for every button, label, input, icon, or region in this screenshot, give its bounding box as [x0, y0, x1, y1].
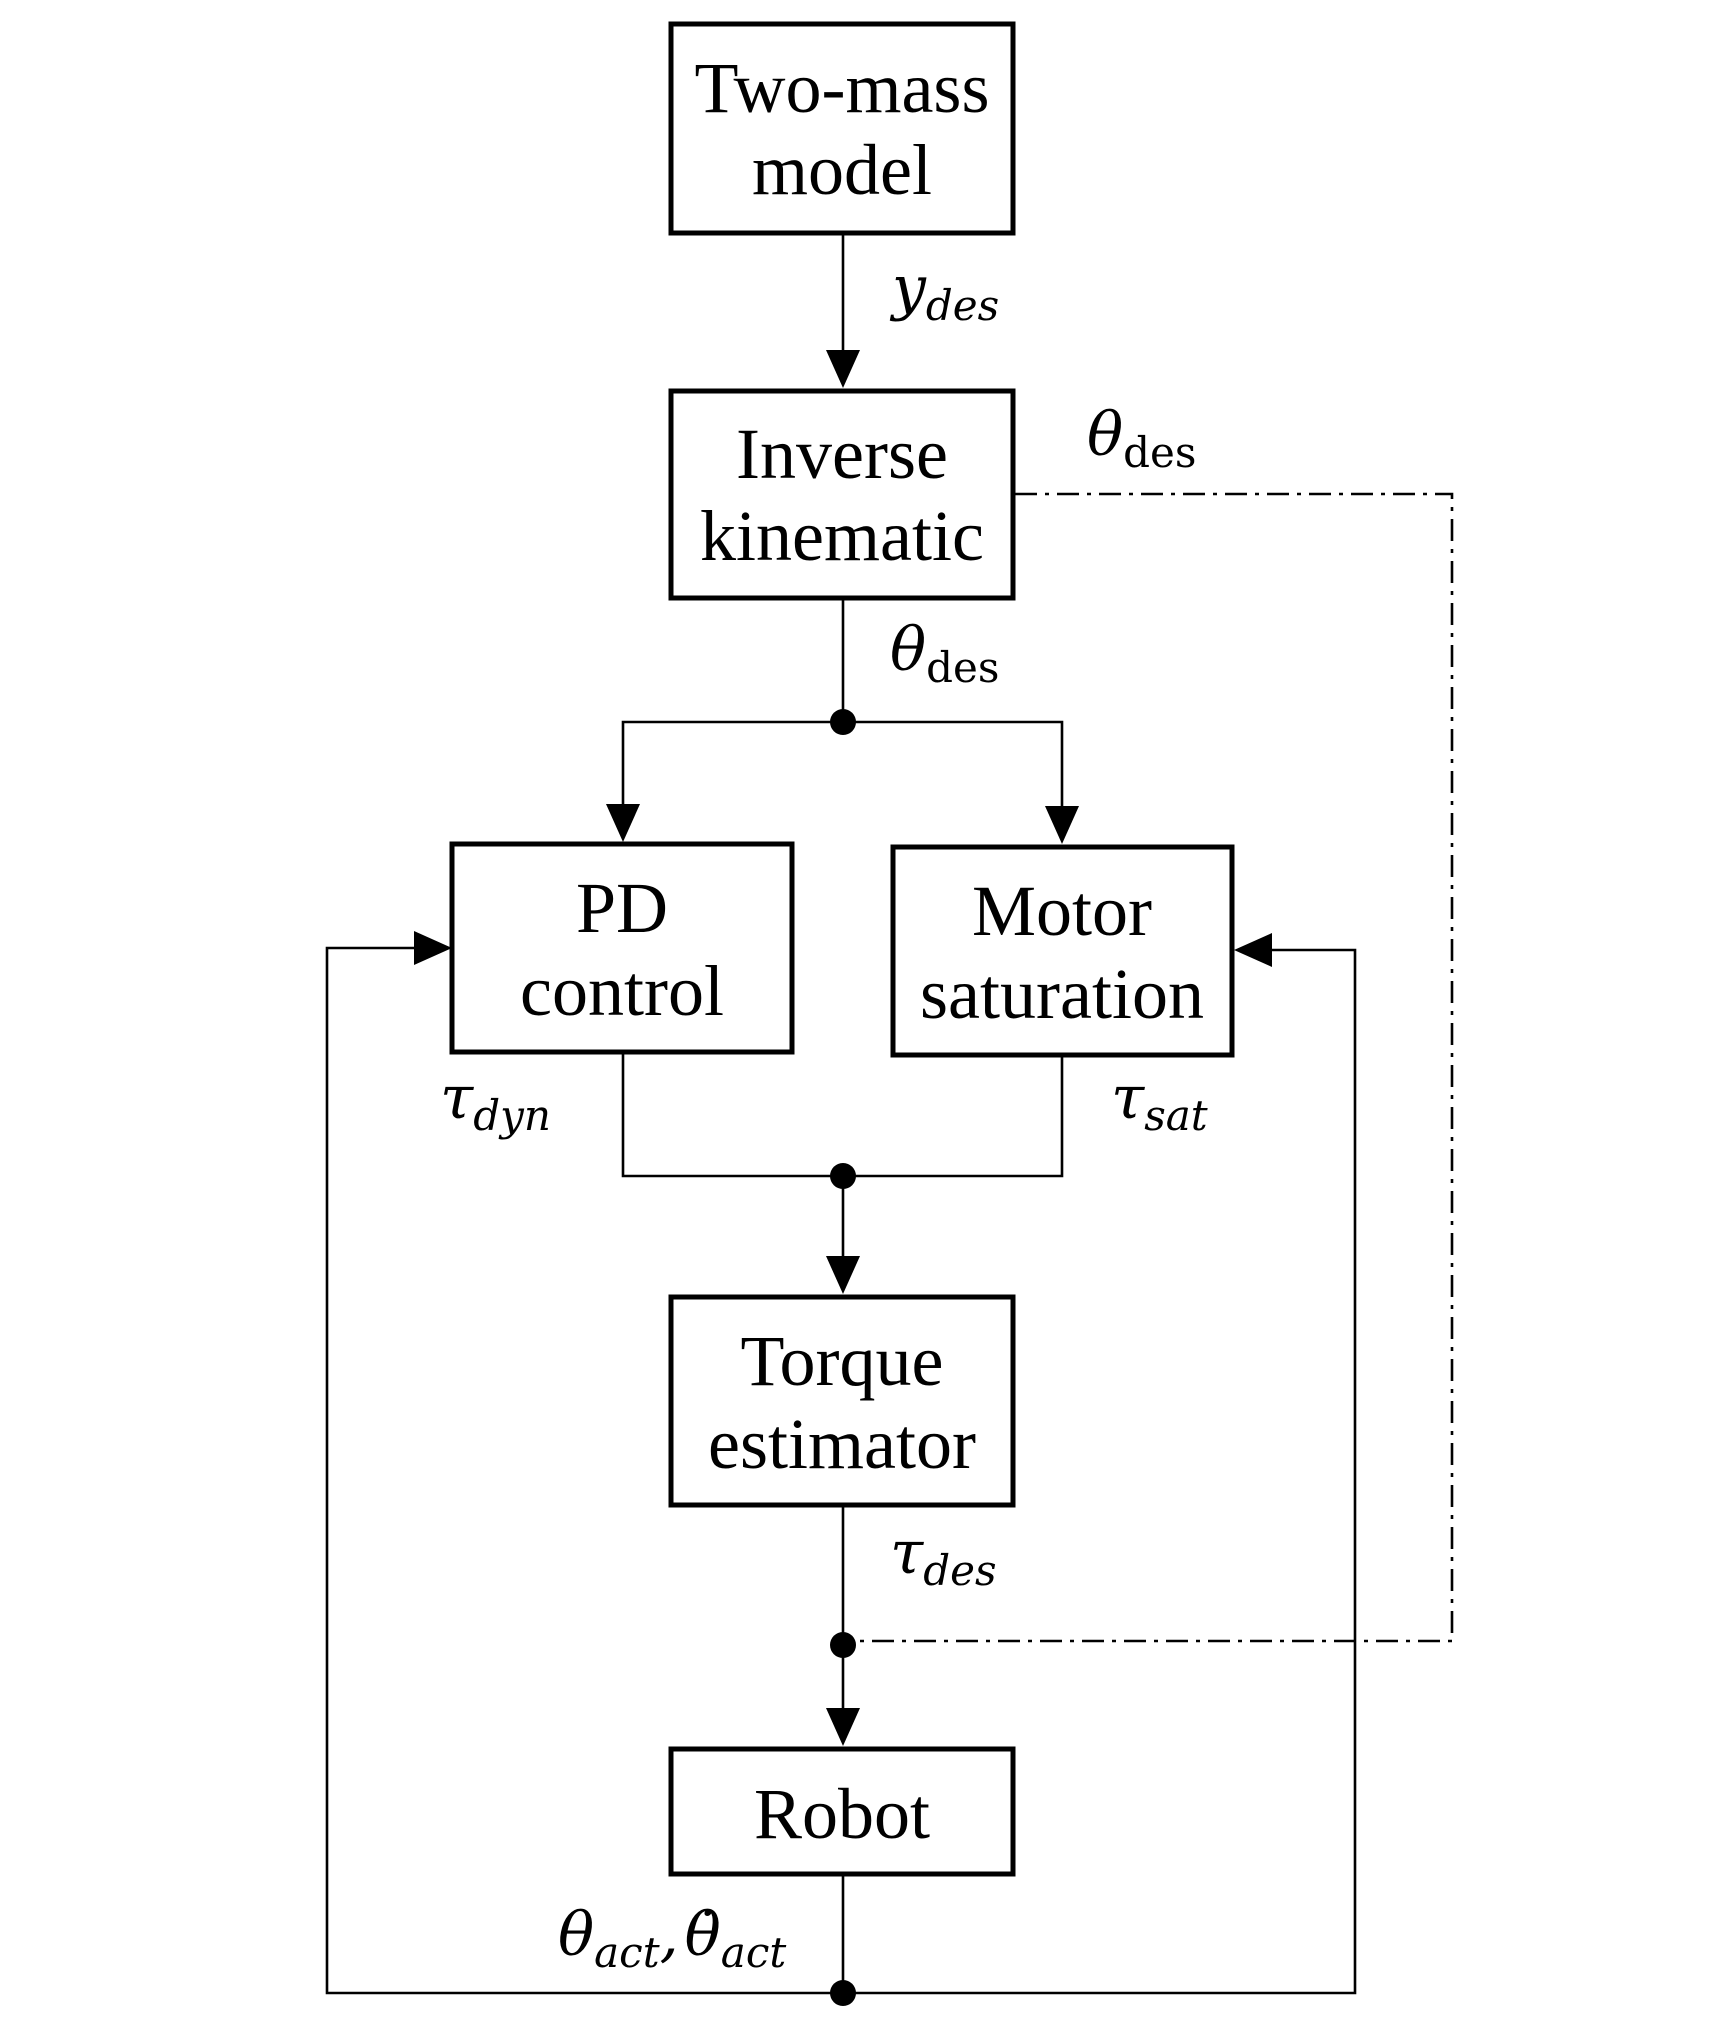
block-torque-estimator-frame: [668, 1294, 1016, 1508]
block-pd-control-line2: control: [520, 951, 724, 1031]
wire-to-pd: [621, 720, 843, 806]
arrow-to-motor: [1045, 806, 1079, 844]
block-robot: Robot: [668, 1746, 1016, 1877]
label-tau-des-sub: des: [923, 1546, 996, 1595]
label-theta-act: θact,θ̇act: [558, 1900, 786, 1977]
wire-dashdot-thetades: [843, 492, 1454, 1643]
block-robot-frame: [668, 1746, 1016, 1877]
block-inverse-kinematic-line1: Inverse: [736, 414, 948, 494]
label-tau-sat-main: τ: [1111, 1063, 1145, 1133]
block-robot-label: Robot: [754, 1774, 930, 1854]
block-motor-saturation-frame: [890, 844, 1235, 1058]
label-tau-dyn: τdyn: [440, 1063, 551, 1140]
block-motor-saturation: Motor saturation: [890, 844, 1235, 1058]
label-tau-des: τdes: [890, 1518, 997, 1595]
label-y-des-main: y: [889, 253, 927, 323]
label-theta-des-right-main: θ: [1087, 400, 1123, 470]
label-tau-sat-sub: sat: [1144, 1091, 1208, 1140]
node-tau-des: [830, 1632, 856, 1658]
label-theta-act-dot-sub: act: [721, 1928, 787, 1977]
label-tau-des-main: τ: [890, 1518, 924, 1588]
signal-labels: ydes θdes θdes τdyn τsat τdes θact,θ̇act: [440, 253, 1208, 1977]
block-torque-estimator: Torque estimator: [668, 1294, 1016, 1508]
block-two-mass-model-line1: Two-mass: [695, 48, 990, 128]
block-torque-estimator-line1: Torque: [741, 1321, 944, 1401]
connections: [325, 233, 1454, 2006]
arrow-feedback-pd: [414, 931, 452, 965]
wire-feedback-left: [325, 946, 843, 1995]
block-inverse-kinematic: Inverse kinematic: [668, 388, 1016, 601]
label-theta-act-sep: ,: [660, 1900, 679, 1970]
label-theta-des-mid-main: θ: [890, 615, 926, 685]
block-pd-control-line1: PD: [576, 868, 668, 948]
block-pd-control: PD control: [449, 841, 795, 1055]
block-motor-saturation-line2: saturation: [920, 954, 1204, 1034]
label-theta-des-right: θdes: [1087, 400, 1196, 477]
label-theta-des-mid: θdes: [890, 615, 999, 692]
block-inverse-kinematic-line2: kinematic: [700, 496, 984, 576]
label-y-des-sub: des: [926, 281, 999, 330]
arrow-to-pd: [606, 804, 640, 842]
label-theta-act-dot-main: θ̇: [685, 1900, 721, 1970]
label-theta-des-mid-sub: des: [926, 643, 999, 692]
wire-to-motor: [843, 720, 1064, 808]
arrow-ydes: [826, 350, 860, 388]
label-theta-act-sub: act: [594, 1928, 660, 1977]
block-inverse-kinematic-frame: [668, 388, 1016, 601]
label-tau-sat: τsat: [1111, 1063, 1208, 1140]
block-two-mass-model: Two-mass model: [668, 21, 1016, 236]
label-tau-dyn-main: τ: [440, 1063, 474, 1133]
wire-feedback-right: [843, 948, 1357, 1995]
block-pd-control-frame: [449, 841, 795, 1055]
label-y-des: ydes: [889, 253, 999, 330]
block-motor-saturation-line1: Motor: [972, 871, 1152, 951]
label-theta-act-main: θ: [558, 1900, 594, 1970]
block-two-mass-model-line2: model: [752, 130, 932, 210]
arrow-feedback-motor: [1234, 933, 1272, 967]
wire-tau-dyn: [621, 1052, 843, 1178]
arrow-to-torque: [826, 1256, 860, 1294]
arrow-to-robot: [826, 1708, 860, 1746]
block-torque-estimator-line2: estimator: [708, 1404, 976, 1484]
label-tau-dyn-sub: dyn: [473, 1091, 551, 1140]
label-theta-des-right-sub: des: [1123, 428, 1196, 477]
wire-tau-sat: [843, 1055, 1064, 1178]
block-two-mass-model-frame: [668, 21, 1016, 236]
